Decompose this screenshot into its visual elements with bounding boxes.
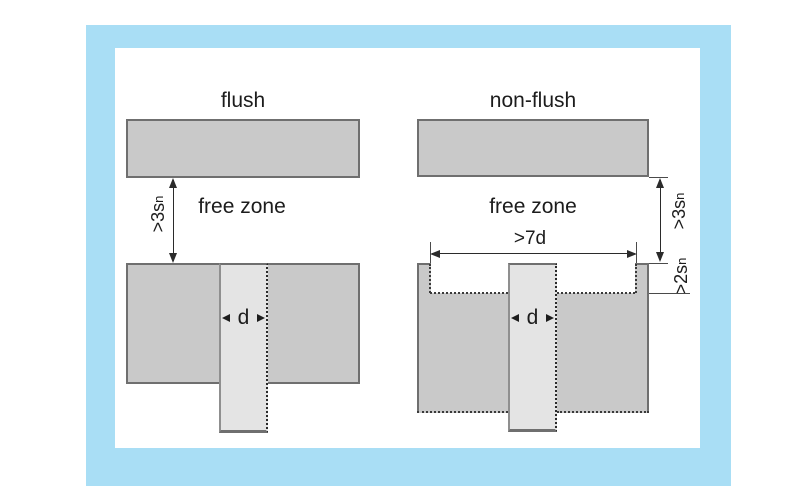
arrow-down-icon	[656, 252, 664, 262]
block-edge	[417, 263, 431, 265]
flush-free-zone-label: free zone	[198, 195, 286, 218]
diagram-frame	[86, 25, 731, 486]
non-flush-target-plate	[417, 119, 649, 177]
non-flush-block-rim-left	[417, 263, 431, 294]
non-flush-sensor-body	[508, 263, 557, 432]
recess-wall-line	[429, 264, 431, 293]
extension-line	[649, 263, 668, 264]
extension-line	[649, 293, 690, 294]
arrow-up-icon	[656, 178, 664, 188]
flush-gap-dimension-line	[173, 180, 174, 261]
flush-diameter-callout: d	[219, 305, 268, 329]
gap-value: >3s	[668, 199, 689, 230]
arrow-left-icon	[222, 314, 230, 322]
clearance-width-dimension-line	[432, 253, 635, 254]
block-edge	[417, 263, 419, 413]
non-flush-title: non-flush	[489, 89, 577, 112]
arrow-up-icon	[169, 178, 177, 188]
clearance-width-label: >7d	[513, 228, 547, 249]
non-flush-free-zone-label: free zone	[489, 195, 577, 218]
arrow-right-icon	[257, 314, 265, 322]
recess-floor-line	[430, 292, 508, 294]
block-bottom-line	[417, 411, 508, 413]
arrow-down-icon	[169, 253, 177, 263]
recess-subscript: n	[673, 257, 689, 265]
block-bottom-line	[557, 411, 649, 413]
block-edge	[647, 263, 649, 413]
arrow-left-icon	[511, 314, 519, 322]
gap-value: >3s	[147, 202, 168, 233]
block-edge	[635, 263, 649, 265]
non-flush-diameter-label: d	[526, 305, 539, 329]
extension-line	[649, 177, 668, 178]
gap-subscript: n	[150, 195, 166, 203]
non-flush-gap-dimension-line	[660, 180, 661, 260]
recess-floor-line	[557, 292, 635, 294]
flush-diameter-label: d	[237, 305, 250, 329]
non-flush-block-rim-right	[635, 263, 649, 294]
recess-wall-line	[635, 264, 637, 293]
non-flush-diameter-callout: d	[508, 305, 557, 329]
flush-title: flush	[220, 89, 266, 112]
arrow-right-icon	[546, 314, 554, 322]
arrow-right-icon	[627, 250, 637, 258]
recess-value: >2s	[670, 264, 691, 295]
arrow-left-icon	[430, 250, 440, 258]
flush-sensor-body	[219, 263, 268, 433]
flush-target-plate	[126, 119, 360, 178]
gap-subscript: n	[671, 192, 687, 200]
